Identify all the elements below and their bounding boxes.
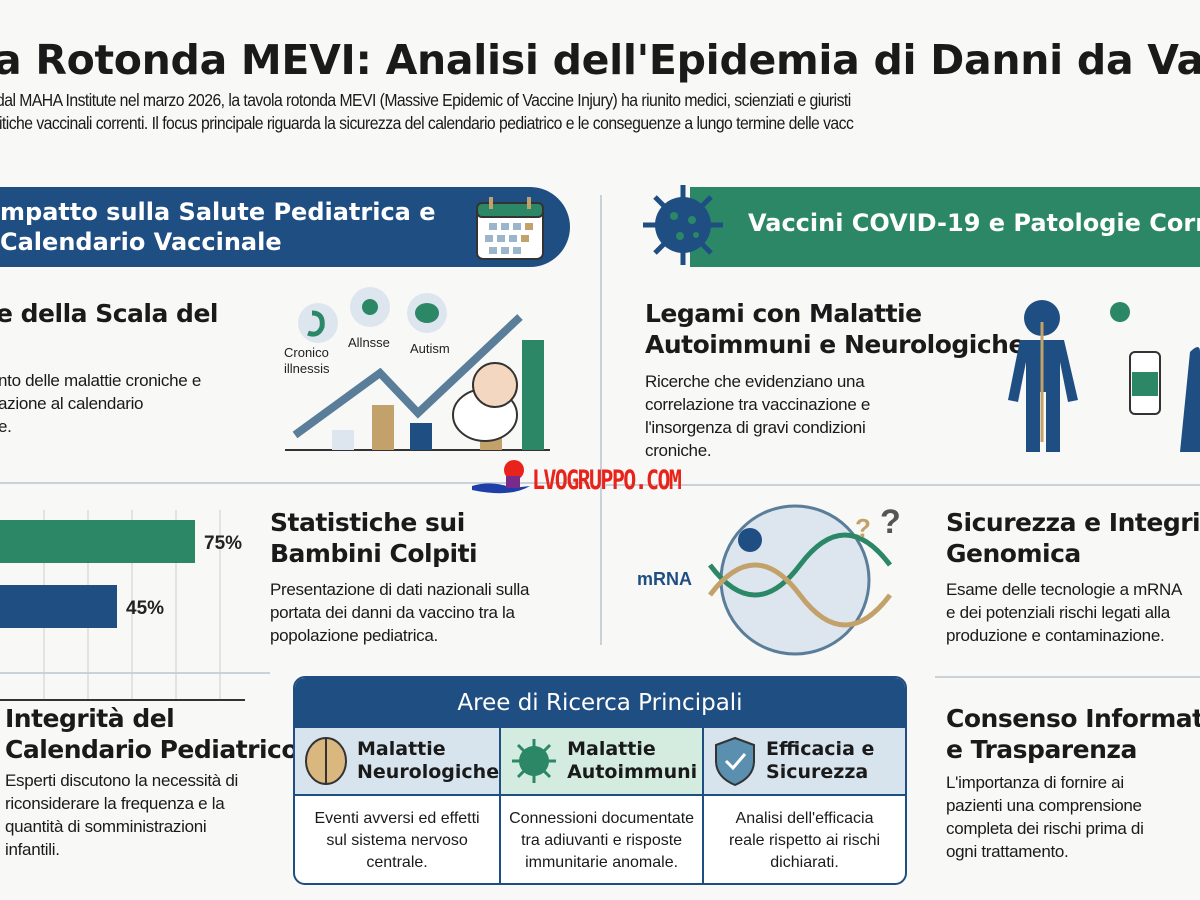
page-title: a Rotonda MEVI: Analisi dell'Epidemia di… — [0, 36, 1200, 84]
svg-text:Allnsse: Allnsse — [348, 335, 390, 350]
mrna-dna-illustration: ?? mRNA — [637, 503, 901, 656]
chronic-illness-trend-illustration: Cronico illnessis Allnsse Autism — [284, 287, 550, 451]
watermark-text: LVOGRUPPO.COM — [532, 465, 682, 496]
banner-title: Vaccini COVID-19 e Patologie Corr — [748, 209, 1200, 237]
bar-label: 75% — [204, 533, 242, 554]
bar-label: 45% — [126, 598, 164, 619]
svg-text:?: ? — [880, 503, 901, 541]
mrna-label: mRNA — [637, 569, 692, 589]
shield-check-icon — [715, 736, 756, 787]
covid-banner: Vaccini COVID-19 e Patologie Corr — [690, 187, 1200, 267]
divider — [935, 676, 1200, 678]
divider — [0, 482, 590, 484]
vertical-divider — [600, 195, 602, 645]
bar — [0, 585, 117, 628]
bar — [0, 520, 195, 563]
intro-line-1: dal MAHA Institute nel marzo 2026, la ta… — [0, 90, 851, 110]
intro-line-2: litiche vaccinali correnti. Il focus pri… — [0, 113, 854, 133]
virus-icon — [643, 185, 723, 265]
affected-children-bar-chart: 75% 45% — [0, 510, 245, 701]
brain-icon — [305, 737, 347, 785]
banner-title-line2: Calendario Vaccinale — [0, 228, 282, 256]
svg-text:illnessis: illnessis — [284, 361, 330, 376]
divider — [0, 672, 270, 674]
svg-text:Cronico: Cronico — [284, 345, 329, 360]
watermark-logo — [472, 460, 530, 494]
table-title: Aree di Ricerca Principali — [295, 678, 905, 728]
virus-icon — [512, 739, 557, 783]
scale-title: e della Scala del — [0, 299, 218, 328]
svg-text:?: ? — [855, 513, 871, 543]
calendar-icon — [476, 197, 544, 260]
divider — [606, 484, 1200, 486]
banner-title-line1: mpatto sulla Salute Pediatrica e — [0, 198, 436, 226]
svg-text:Autism: Autism — [410, 341, 450, 356]
nervous-system-illustration — [1008, 300, 1200, 452]
